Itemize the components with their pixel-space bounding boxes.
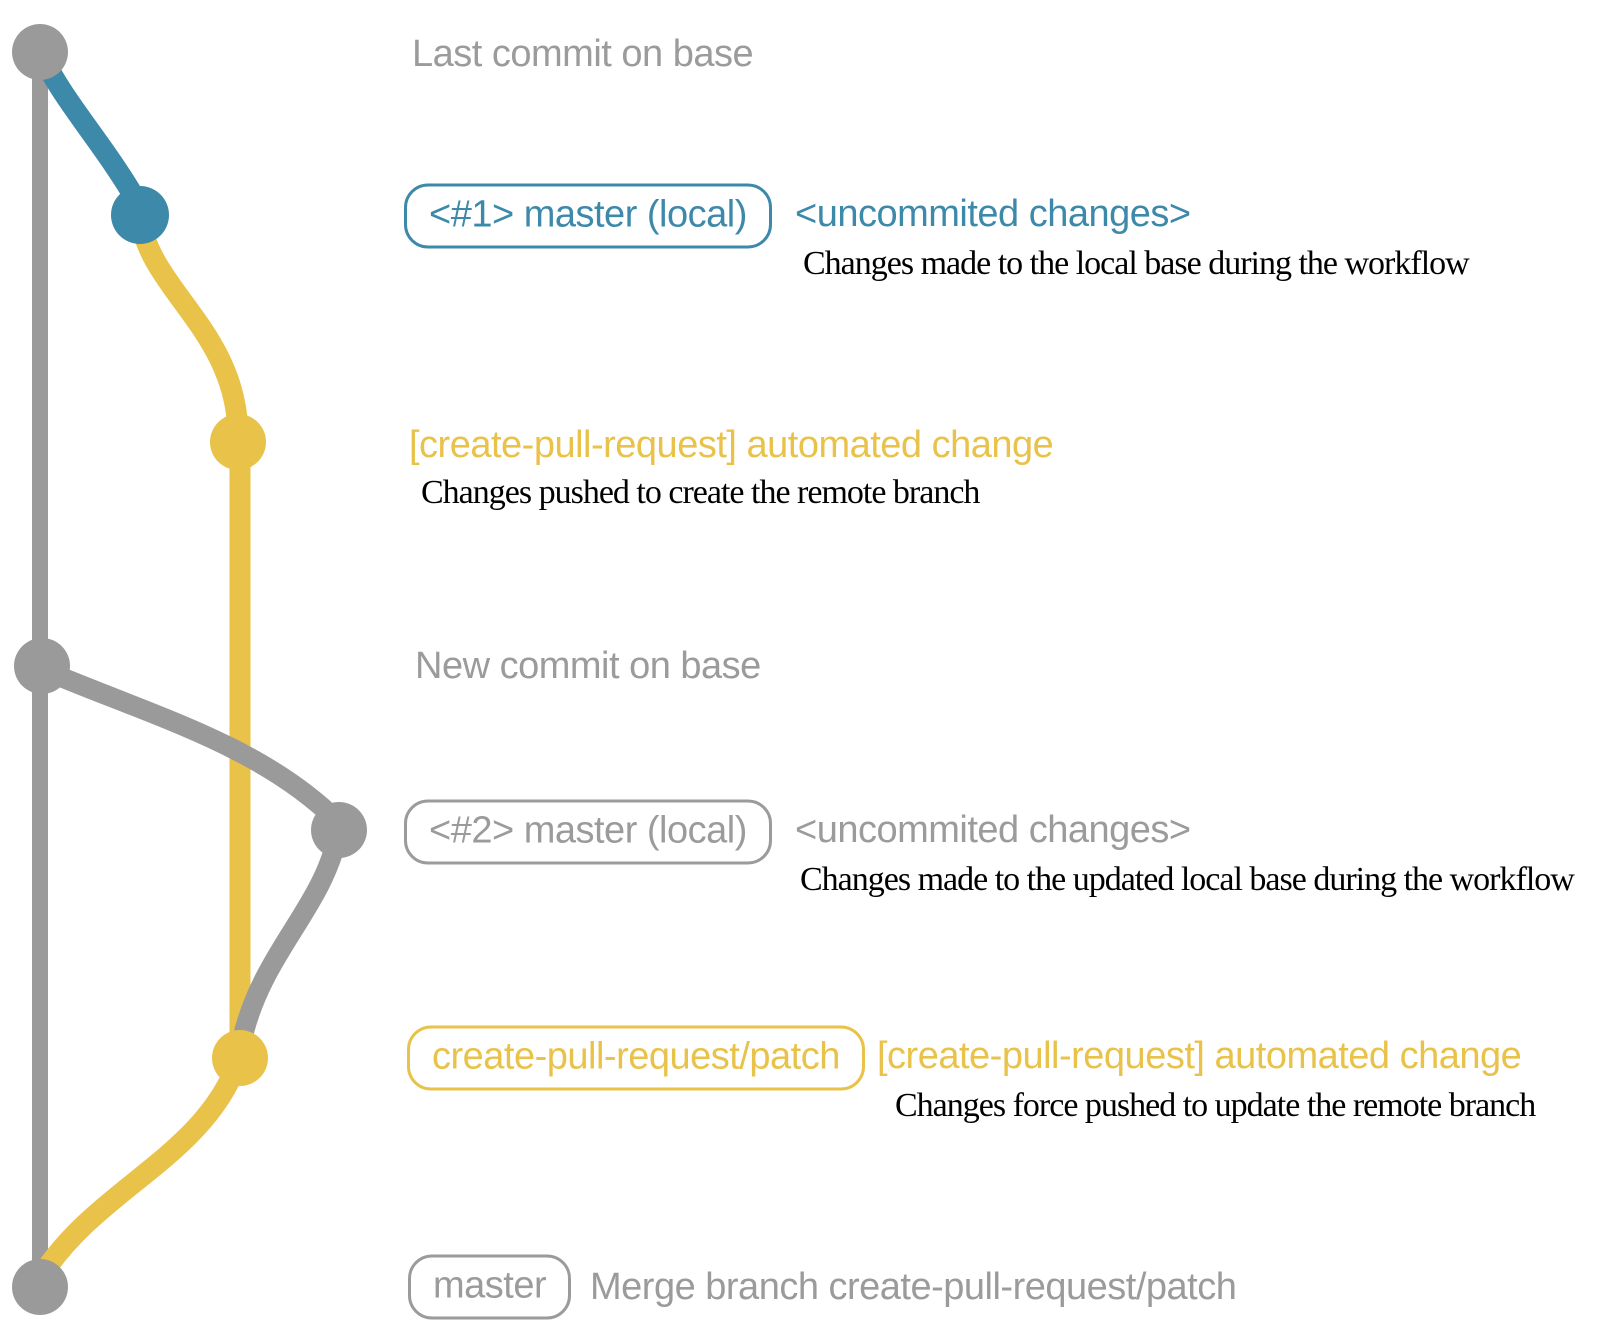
commit-dot-merge — [12, 1259, 68, 1315]
note-pushed-remote-branch: Changes pushed to create the remote bran… — [421, 474, 980, 511]
branch-patch-curve-in — [129, 207, 249, 443]
branch-local2-to-patch-curve — [232, 824, 348, 1050]
commit-dot-patch-2 — [212, 1030, 268, 1086]
label-uncommited-changes-1: <uncommited changes> — [795, 193, 1191, 235]
label-last-commit-on-base: Last commit on base — [412, 33, 754, 75]
ref-badge-master-local-1: <#1> master (local) — [404, 183, 772, 249]
commit-dot-master-local-1 — [111, 186, 169, 244]
branch-master-local-curve — [31, 44, 150, 216]
branch-base-to-local2-curve — [34, 660, 346, 830]
note-local-changes-2: Changes made to the updated local base d… — [800, 861, 1575, 898]
note-local-changes-1: Changes made to the local base during th… — [803, 245, 1470, 282]
branch-patch-merge-curve — [31, 1051, 249, 1286]
label-automated-change-2: [create-pull-request] automated change — [877, 1035, 1522, 1077]
ref-badge-master-local-2: <#2> master (local) — [404, 799, 772, 865]
ref-badge-patch-branch: create-pull-request/patch — [407, 1025, 865, 1091]
commit-dot-new-base — [14, 638, 70, 694]
commit-dot-master-local-2 — [311, 802, 367, 858]
label-merge-branch: Merge branch create-pull-request/patch — [590, 1266, 1237, 1308]
commit-dot-last-base — [12, 24, 68, 80]
ref-badge-master: master — [408, 1254, 572, 1320]
label-uncommited-changes-2: <uncommited changes> — [795, 809, 1191, 851]
label-automated-change-1: [create-pull-request] automated change — [409, 424, 1054, 466]
label-new-commit-on-base: New commit on base — [415, 645, 761, 687]
commit-dot-patch-1 — [210, 414, 266, 470]
note-force-pushed-remote: Changes force pushed to update the remot… — [895, 1087, 1536, 1124]
